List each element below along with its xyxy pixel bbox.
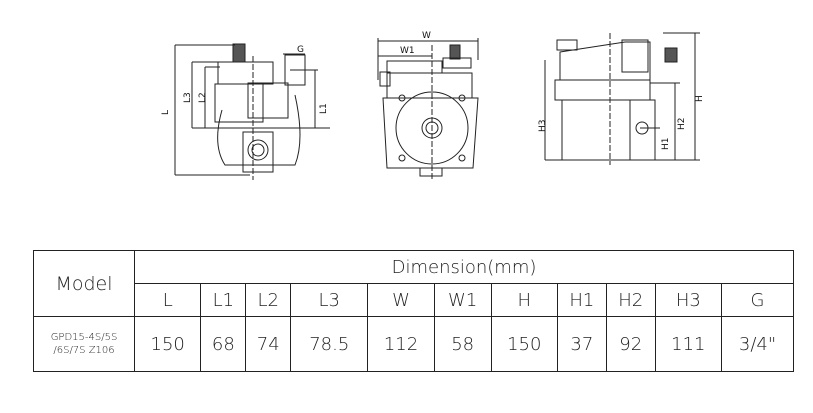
- column-header-l3: L3: [290, 283, 369, 317]
- side-view-drawing: H3 H H2 H1: [538, 32, 705, 165]
- label-L1: L1: [319, 103, 329, 114]
- column-header-l2: L2: [245, 283, 292, 317]
- value-w: 112: [367, 316, 435, 372]
- value-g: 3/4": [721, 316, 794, 372]
- value-h1: 37: [556, 316, 607, 372]
- value-l2: 74: [245, 316, 292, 372]
- label-W: W: [422, 31, 431, 41]
- column-header-h3: H3: [654, 283, 723, 317]
- label-H: H: [695, 95, 705, 102]
- column-header-g: G: [721, 283, 794, 317]
- label-H1: H1: [661, 138, 671, 151]
- label-W1: W1: [400, 46, 415, 56]
- label-L2: L2: [198, 92, 208, 103]
- dimension-header: Dimension(mm): [134, 250, 794, 284]
- label-G: G: [297, 45, 304, 55]
- pump-dimension-drawings: L L3 L2 L1 G W W1 H3 H H2 H1: [161, 31, 705, 180]
- middle-view-drawing: W W1: [377, 31, 479, 180]
- label-H2: H2: [677, 118, 687, 131]
- column-header-l1: L1: [200, 283, 247, 317]
- value-l1: 68: [200, 316, 247, 372]
- label-H3: H3: [538, 120, 548, 133]
- column-header-w: W: [367, 283, 435, 317]
- label-L3: L3: [183, 92, 193, 103]
- column-header-h2: H2: [605, 283, 656, 317]
- model-name-line1: GPD15-4S/5S: [50, 332, 118, 343]
- value-h3: 111: [654, 316, 723, 372]
- value-w1: 58: [433, 316, 492, 372]
- model-name-cell: GPD15-4S/5S/6S/7S Z106: [33, 316, 135, 372]
- model-name-line2: /6S/7S Z106: [53, 345, 115, 356]
- value-l: 150: [133, 316, 202, 372]
- model-header: Model: [33, 250, 135, 317]
- column-header-w1: W1: [433, 283, 492, 317]
- front-view-drawing: L L3 L2 L1 G: [161, 43, 330, 180]
- column-header-h1: H1: [556, 283, 607, 317]
- column-header-l: L: [133, 283, 202, 317]
- value-h2: 92: [605, 316, 656, 372]
- value-l3: 78.5: [290, 316, 369, 372]
- column-header-h: H: [490, 283, 558, 317]
- label-L: L: [161, 110, 171, 115]
- value-h: 150: [490, 316, 558, 372]
